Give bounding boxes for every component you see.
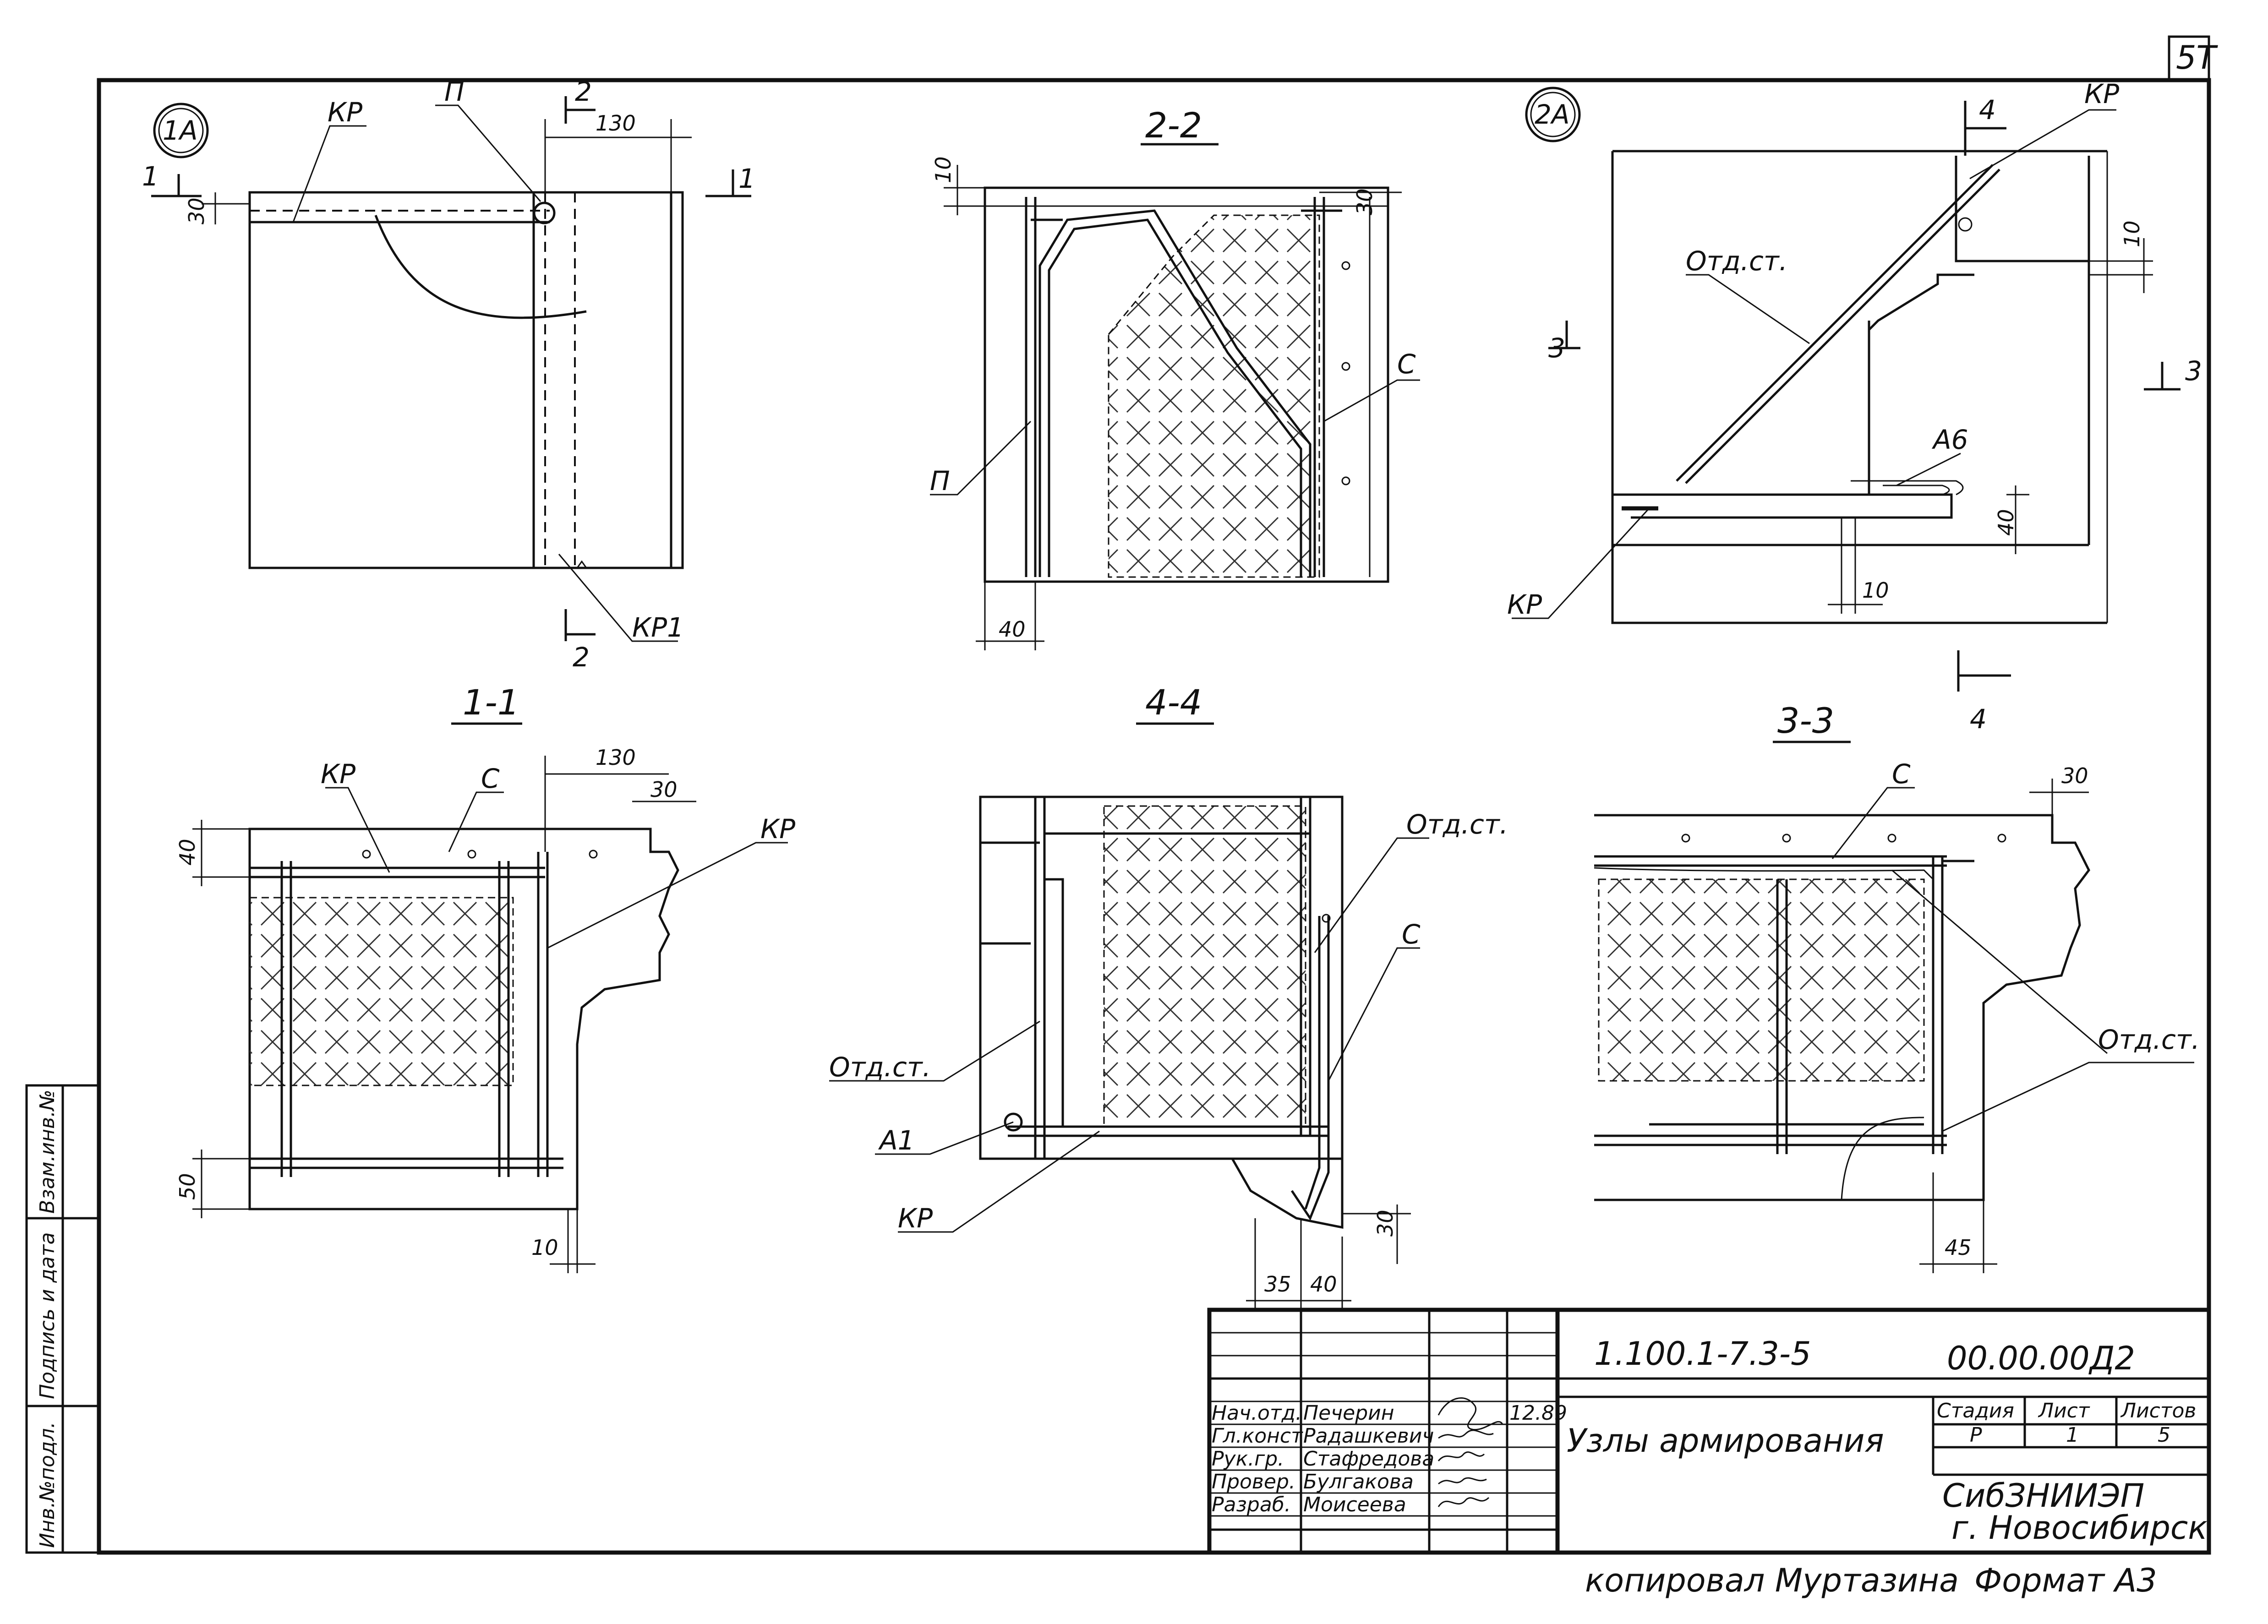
dim-1-1-10: 10 <box>531 1235 558 1260</box>
stamp-inv-label: Инв.№подл. <box>36 1422 59 1548</box>
tb-designation: 00.00.00Д2 <box>1947 1340 2135 1377</box>
dim-2a-10-bottom: 10 <box>1862 578 1889 603</box>
left-stamp: Инв.№подл. Подпись и дата Взам.инв.№ <box>25 1084 100 1554</box>
tb-name-3: Стафредова <box>1303 1447 1434 1471</box>
label-2a-kr-bottom: КР <box>1507 589 1542 620</box>
label-2a-otd: Отд.ст. <box>1686 245 1787 277</box>
tb-col-sheet: Лист <box>2038 1399 2090 1422</box>
title-block: Нач.отд. Печерин Гл.конст. Радашкевич Ру… <box>1207 1308 2211 1555</box>
dim-4-4-40: 40 <box>1310 1272 1337 1297</box>
label-1a-p: П <box>444 76 465 107</box>
corner-box <box>2168 35 2210 82</box>
tb-col-stage: Стадия <box>1937 1399 2014 1422</box>
label-2-2-c: С <box>1397 349 1416 380</box>
dim-1-1-30: 30 <box>650 777 678 802</box>
dim-2-2-10: 10 <box>931 156 956 183</box>
tb-col-sheets: Листов <box>2120 1399 2196 1422</box>
title-1-1: 1-1 <box>463 682 519 723</box>
label-1-1-kr: КР <box>321 758 355 790</box>
tb-role-5: Разраб. <box>1212 1493 1291 1516</box>
tb-sheets: 5 <box>2158 1423 2170 1447</box>
signature-3 <box>1437 1451 1485 1461</box>
label-4-4-otd-right: Отд.ст. <box>1406 809 1508 840</box>
label-4-4-otd-left: Отд.ст. <box>829 1052 931 1083</box>
view-node-2a: 2А 3 3 4 4 10 40 10 <box>1507 78 2202 735</box>
label-2a-a6: А6 <box>1931 424 1968 455</box>
cut-3-left-num: 3 <box>1548 332 1565 364</box>
dim-4-4-35: 35 <box>1264 1272 1291 1297</box>
label-4-4-c: С <box>1402 919 1421 950</box>
tb-name-2: Радашкевич <box>1303 1424 1434 1448</box>
label-4-4-a1: А1 <box>878 1125 915 1156</box>
node-marker-2a-text: 2А <box>1535 99 1570 130</box>
sheet-corner-number: 5Т <box>2176 39 2219 76</box>
tb-name-4: Булгакова <box>1303 1470 1414 1493</box>
label-1a-kr1: КР1 <box>632 612 684 643</box>
dim-1a-130: 130 <box>596 111 636 136</box>
dim-1-1-50: 50 <box>175 1173 200 1200</box>
stamp-replace-label: Взам.инв.№ <box>36 1090 59 1214</box>
footer-format: Формат А3 <box>1974 1562 2157 1599</box>
label-2a-kr-top: КР <box>2084 78 2119 109</box>
tb-sheet: 1 <box>2066 1423 2079 1447</box>
dim-3-3-45: 45 <box>1945 1235 1972 1260</box>
tb-role-2: Гл.конст. <box>1212 1424 1309 1448</box>
tb-date: 12.89 <box>1509 1401 1567 1425</box>
label-4-4-kr: КР <box>898 1203 933 1234</box>
tb-role-1: Нач.отд. <box>1212 1401 1302 1425</box>
stamp-sign-label: Подпись и дата <box>36 1232 59 1399</box>
view-node-1a: 1А 1 1 2 2 130 30 КР П КР1 <box>142 76 755 673</box>
view-section-2-2: 2-2 10 30 40 П С <box>930 105 1420 650</box>
signature-2 <box>1438 1429 1494 1439</box>
view-section-1-1: 1-1 130 30 40 50 10 К <box>175 682 795 1273</box>
cut-1-right-num: 1 <box>738 163 755 194</box>
cut-1-left-num: 1 <box>142 161 159 192</box>
title-3-3: 3-3 <box>1777 700 1834 741</box>
tb-role-4: Провер. <box>1212 1470 1295 1493</box>
dim-2-2-30: 30 <box>1352 188 1377 215</box>
view-section-3-3: 3-3 30 45 С Отд.ст. <box>1594 700 2200 1273</box>
tb-org-name: СибЗНИИЭП <box>1942 1477 2144 1515</box>
tb-role-3: Рук.гр. <box>1212 1447 1284 1471</box>
tb-name-5: Моисеева <box>1303 1493 1406 1516</box>
dim-1a-30: 30 <box>184 197 209 224</box>
tb-stage: Р <box>1970 1423 1982 1447</box>
label-1-1-c: С <box>481 763 500 794</box>
node-marker-2a <box>1525 87 1581 142</box>
node-marker-1a <box>153 103 209 158</box>
cut-4-bottom-num: 4 <box>1970 703 1987 735</box>
dim-3-3-30: 30 <box>2061 763 2088 788</box>
sheet-frame <box>97 78 2211 1555</box>
cut-4-top-num: 4 <box>1979 94 1996 125</box>
dim-2-2-40: 40 <box>999 617 1026 642</box>
label-3-3-otd: Отд.ст. <box>2098 1024 2200 1055</box>
dim-1-1-130: 130 <box>596 745 636 770</box>
cut-2-bottom-num: 2 <box>573 642 590 673</box>
dim-2a-10-top: 10 <box>2120 220 2144 247</box>
dim-1-1-40: 40 <box>175 839 200 866</box>
label-3-3-c: С <box>1892 758 1911 790</box>
title-4-4: 4-4 <box>1145 682 1202 723</box>
label-1a-kr: КР <box>328 97 362 128</box>
title-2-2: 2-2 <box>1145 105 1202 146</box>
signature-4 <box>1438 1477 1487 1485</box>
tb-doc-code: 1.100.1-7.3-5 <box>1594 1335 1811 1373</box>
tb-name-1: Печерин <box>1303 1401 1394 1425</box>
label-1-1-kr-right: КР <box>760 813 795 845</box>
tb-org-city: г. Новосибирск <box>1951 1509 2208 1547</box>
signature-5 <box>1437 1497 1490 1507</box>
dim-2a-40: 40 <box>1994 509 2018 536</box>
tb-title: Узлы армирования <box>1567 1422 1884 1460</box>
cut-3-right-num: 3 <box>2185 355 2202 387</box>
dim-4-4-30: 30 <box>1373 1210 1398 1237</box>
label-2-2-p: П <box>930 465 950 496</box>
view-section-4-4: 4-4 30 35 40 Отд.ст. С Отд.ст. А1 <box>829 682 1508 1310</box>
node-marker-1a-text: 1А <box>163 115 198 146</box>
signature-1 <box>1437 1397 1503 1431</box>
footer-copied: копировал Муртазина <box>1585 1562 1959 1599</box>
cut-2-top-num: 2 <box>575 76 592 107</box>
